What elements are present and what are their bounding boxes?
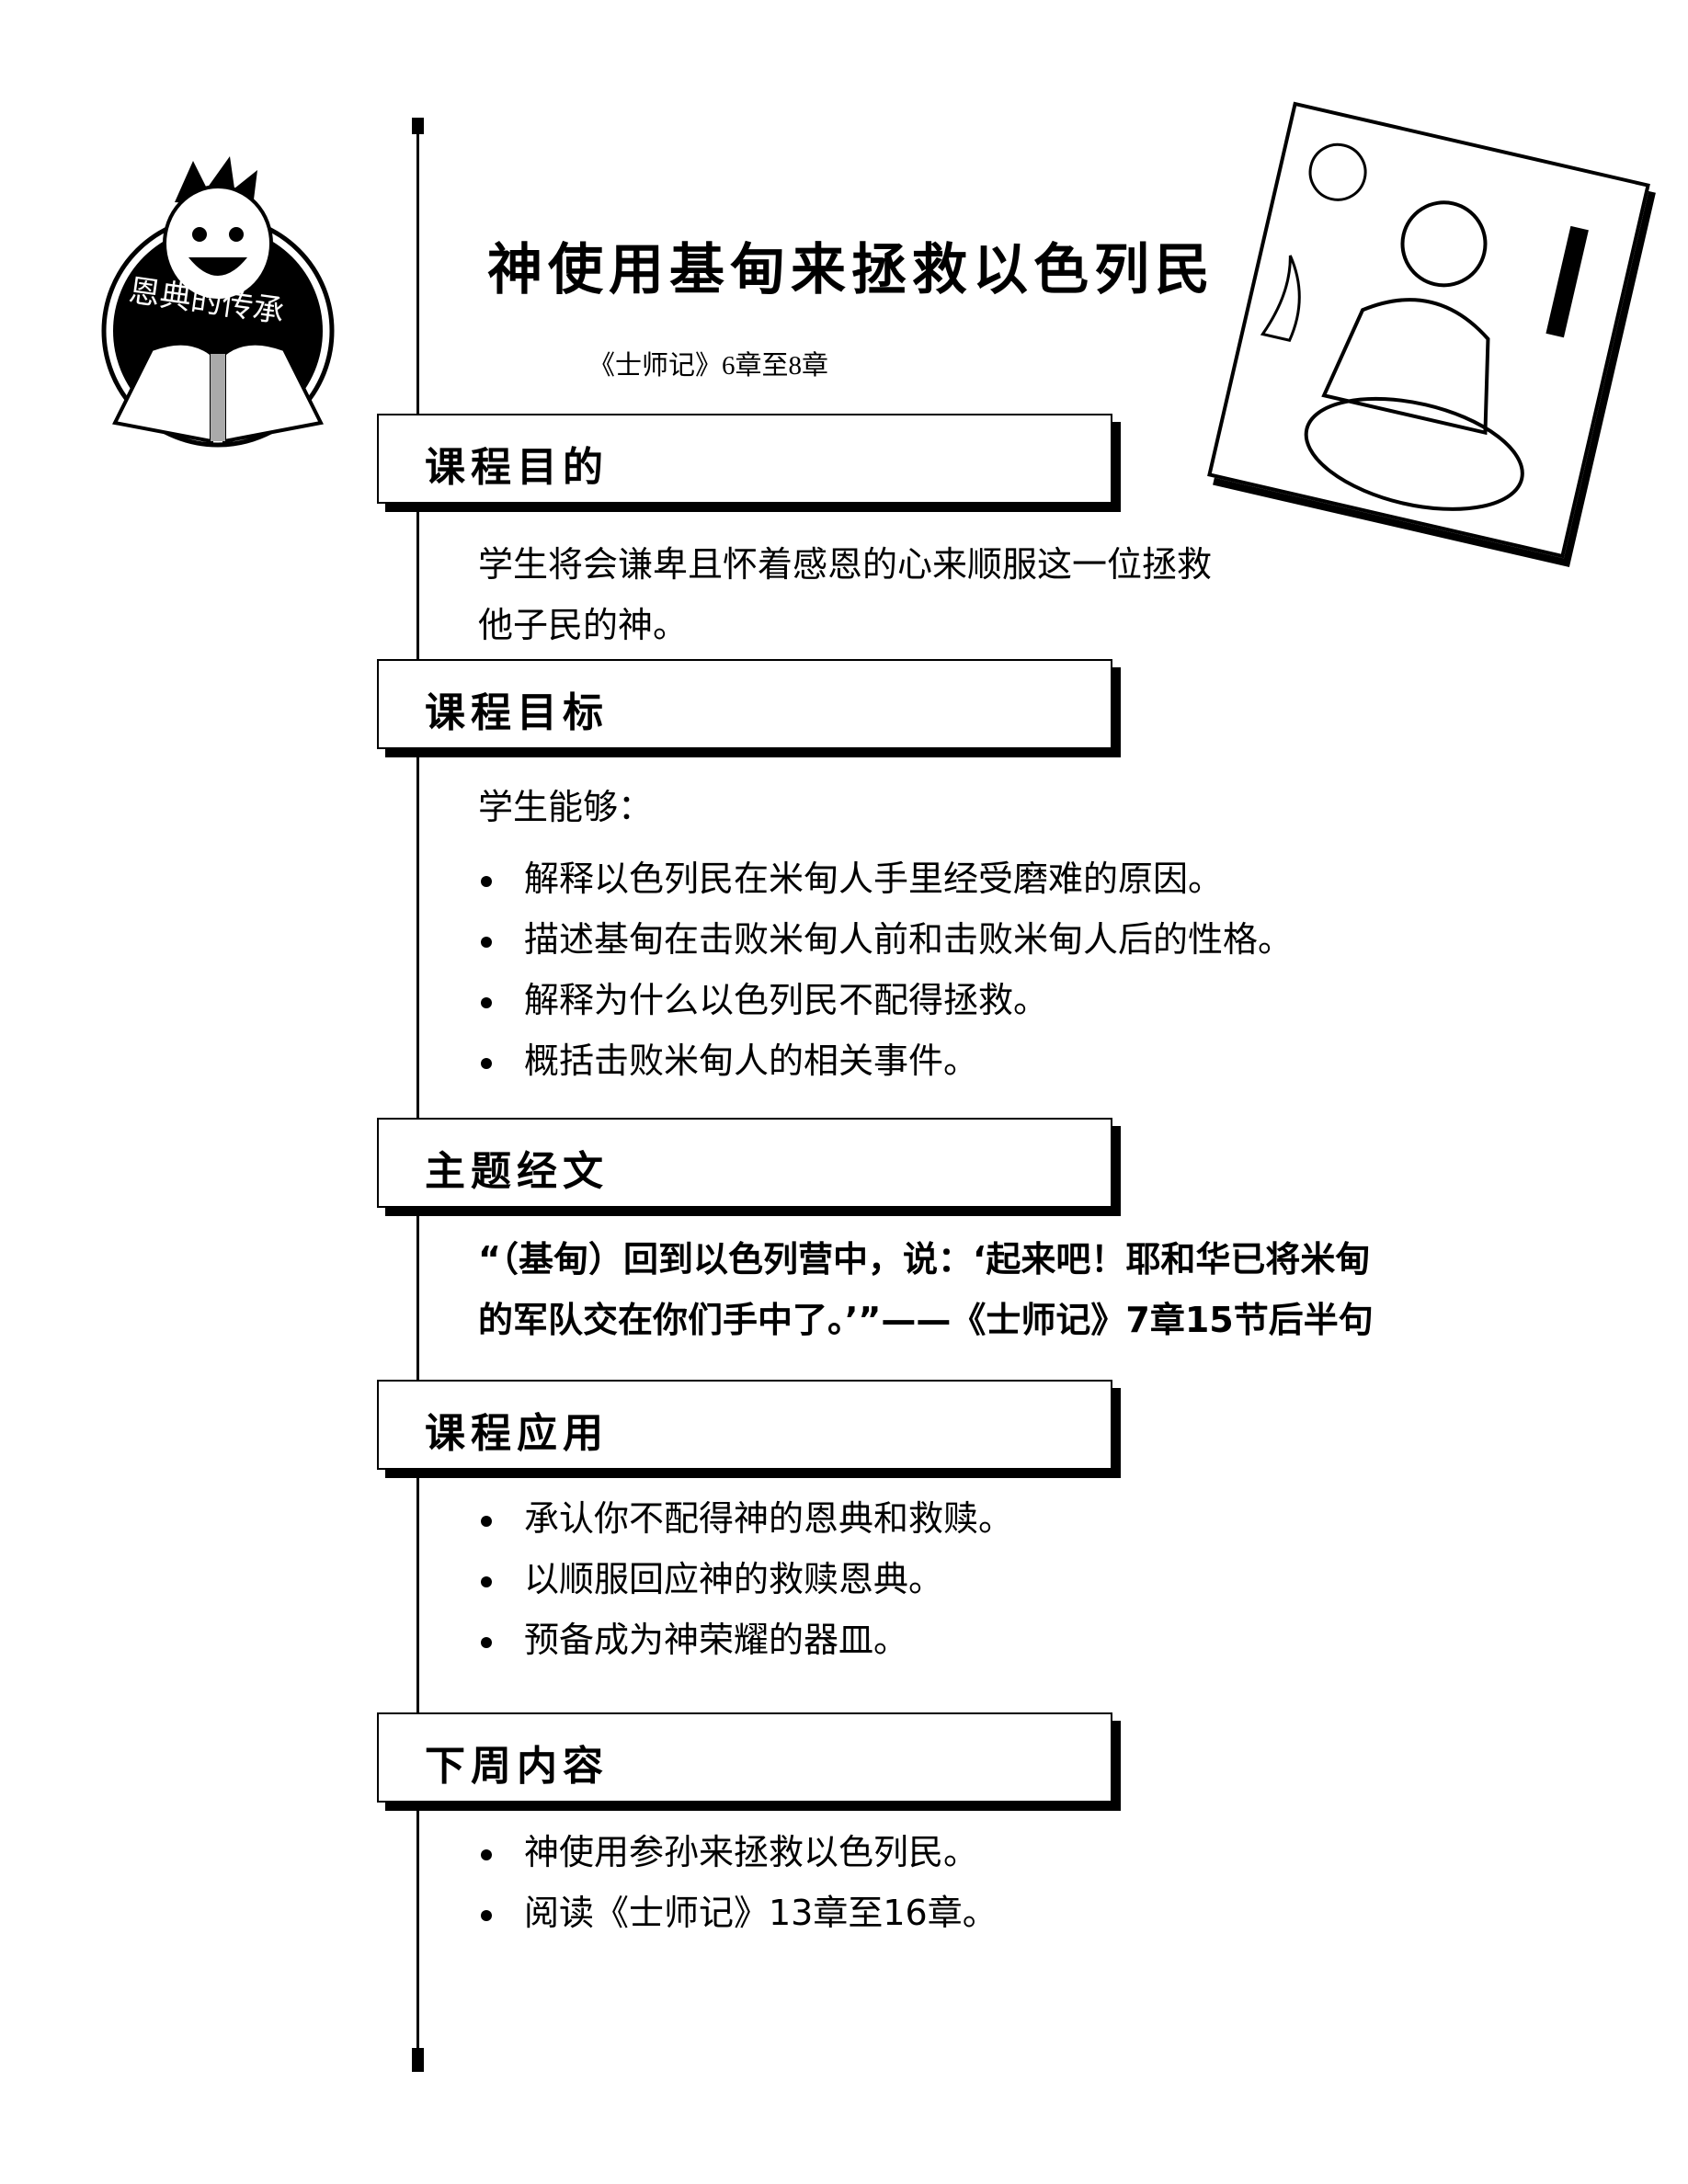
aim-line: 他子民的神。 (478, 605, 689, 645)
timeline-line (416, 121, 419, 2068)
list-item: 以顺服回应神的救赎恩典。 (481, 1557, 943, 1601)
timeline-cap-top (412, 118, 424, 134)
page-title: 神使用基甸来拯救以色列民 (487, 238, 1215, 302)
bullet-icon (481, 875, 492, 887)
bullet-icon (481, 936, 492, 948)
section-heading: 下周内容 (425, 1743, 609, 1790)
bullet-icon (481, 1057, 492, 1069)
section-heading: 课程目的 (425, 444, 609, 491)
gideon-illustration (1207, 101, 1650, 559)
list-item: 神使用参孙来拯救以色列民。 (481, 1830, 978, 1874)
scripture-reference: 《士师记》6章至8章 (588, 351, 829, 381)
objectives-intro: 学生能够： (478, 787, 654, 827)
list-item: 描述基甸在击败米甸人前和击败米甸人后的性格。 (481, 917, 1293, 961)
bullet-icon (481, 1515, 492, 1527)
list-item: 预备成为神荣耀的器皿。 (481, 1618, 908, 1662)
list-item: 概括击败米甸人的相关事件。 (481, 1039, 978, 1083)
bullet-icon (481, 1909, 492, 1921)
timeline-cap-bottom (412, 2048, 424, 2072)
illustration-icon (1260, 142, 1589, 511)
list-item: 解释以色列民在米甸人手里经受磨难的原因。 (481, 857, 1223, 901)
aim-line: 学生将会谦卑且怀着感恩的心来顺服这一位拯救 (478, 544, 1213, 585)
logo-emblem-icon (101, 156, 335, 448)
bullet-icon (481, 1575, 492, 1587)
bullet-icon (481, 996, 492, 1008)
section-header-application: 课程应用 (377, 1380, 1112, 1470)
section-heading: 主题经文 (425, 1148, 609, 1195)
logo: 恩典的传承 (97, 147, 345, 450)
list-item: 承认你不配得神的恩典和救赎。 (481, 1496, 1013, 1541)
key-verse-line: “（基甸）回到以色列营中，说：‘起来吧！耶和华已将米甸 (478, 1239, 1371, 1280)
section-heading: 课程目标 (425, 689, 609, 736)
list-item: 解释为什么以色列民不配得拯救。 (481, 978, 1048, 1022)
section-header-objectives: 课程目标 (377, 659, 1112, 749)
section-header-aim: 课程目的 (377, 414, 1112, 504)
section-header-next-week: 下周内容 (377, 1712, 1112, 1803)
bullet-icon (481, 1848, 492, 1860)
section-header-key-verse: 主题经文 (377, 1118, 1112, 1208)
list-item: 阅读《士师记》13章至16章。 (481, 1891, 998, 1935)
section-heading: 课程应用 (425, 1410, 609, 1457)
bullet-icon (481, 1636, 492, 1648)
key-verse-line: 的军队交在你们手中了。’”——《士师记》7章15节后半句 (478, 1300, 1374, 1340)
